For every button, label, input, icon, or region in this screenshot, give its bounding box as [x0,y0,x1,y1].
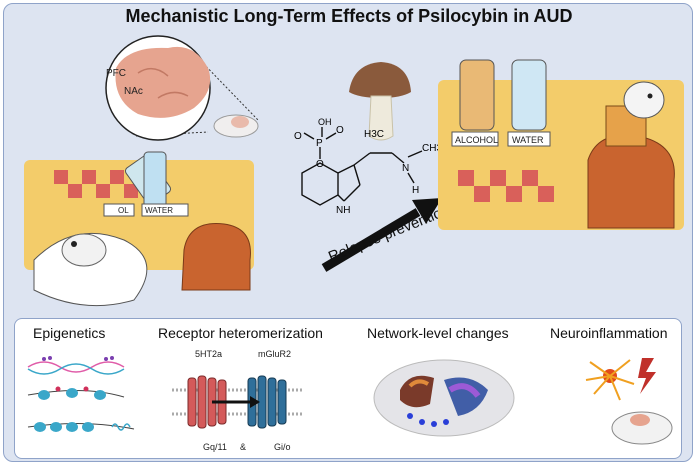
psilocybin-structure: OH P O O O H3C CH3 N H NH [294,117,442,216]
gio-label: Gi/o [274,442,291,452]
relapse-arrow [321,198,442,272]
mol-h3c: H3C [364,129,384,140]
mol-h: H [412,185,419,196]
right-water-label: WATER [512,135,544,145]
ampersand-label: & [240,442,247,452]
mol-n-plus: N [402,163,409,174]
mechanisms-panel [14,318,682,459]
mol-o-link: O [316,159,324,170]
mushroom-icon [349,62,411,141]
pfc-label: PFC [106,68,126,79]
receptor-title: Receptor heteromerization [158,325,323,341]
mol-o-minus: O [336,125,344,136]
neuroinflammation-title: Neuroinflammation [550,325,668,341]
left-alcohol-label: OL [118,206,129,215]
nac-label: NAc [124,86,143,97]
figure-title: Mechanistic Long-Term Effects of Psilocy… [125,6,573,26]
left-scene-illustration [24,151,254,307]
receptor-mglur2: mGluR2 [258,349,292,359]
mol-p: P [316,138,323,149]
mouse-head-small [213,114,259,138]
right-alcohol-label: ALCOHOL [455,135,499,145]
receptor-5ht2a: 5HT2a [195,349,223,359]
network-title: Network-level changes [367,325,509,341]
receptor-illustration [172,375,304,429]
neuroinflammation-illustration [585,358,673,445]
mol-oh: OH [318,117,332,127]
gq11-label: Gq/11 [203,442,227,452]
brain-inset [105,35,259,141]
network-illustration [373,359,515,437]
left-water-label: WATER [145,206,173,215]
right-scene-illustration [438,59,684,230]
mol-ch3: CH3 [422,143,442,154]
mol-nh: NH [336,205,350,216]
epigenetics-illustration [27,356,135,432]
mol-o-double: O [294,131,302,142]
epigenetics-title: Epigenetics [33,325,106,341]
